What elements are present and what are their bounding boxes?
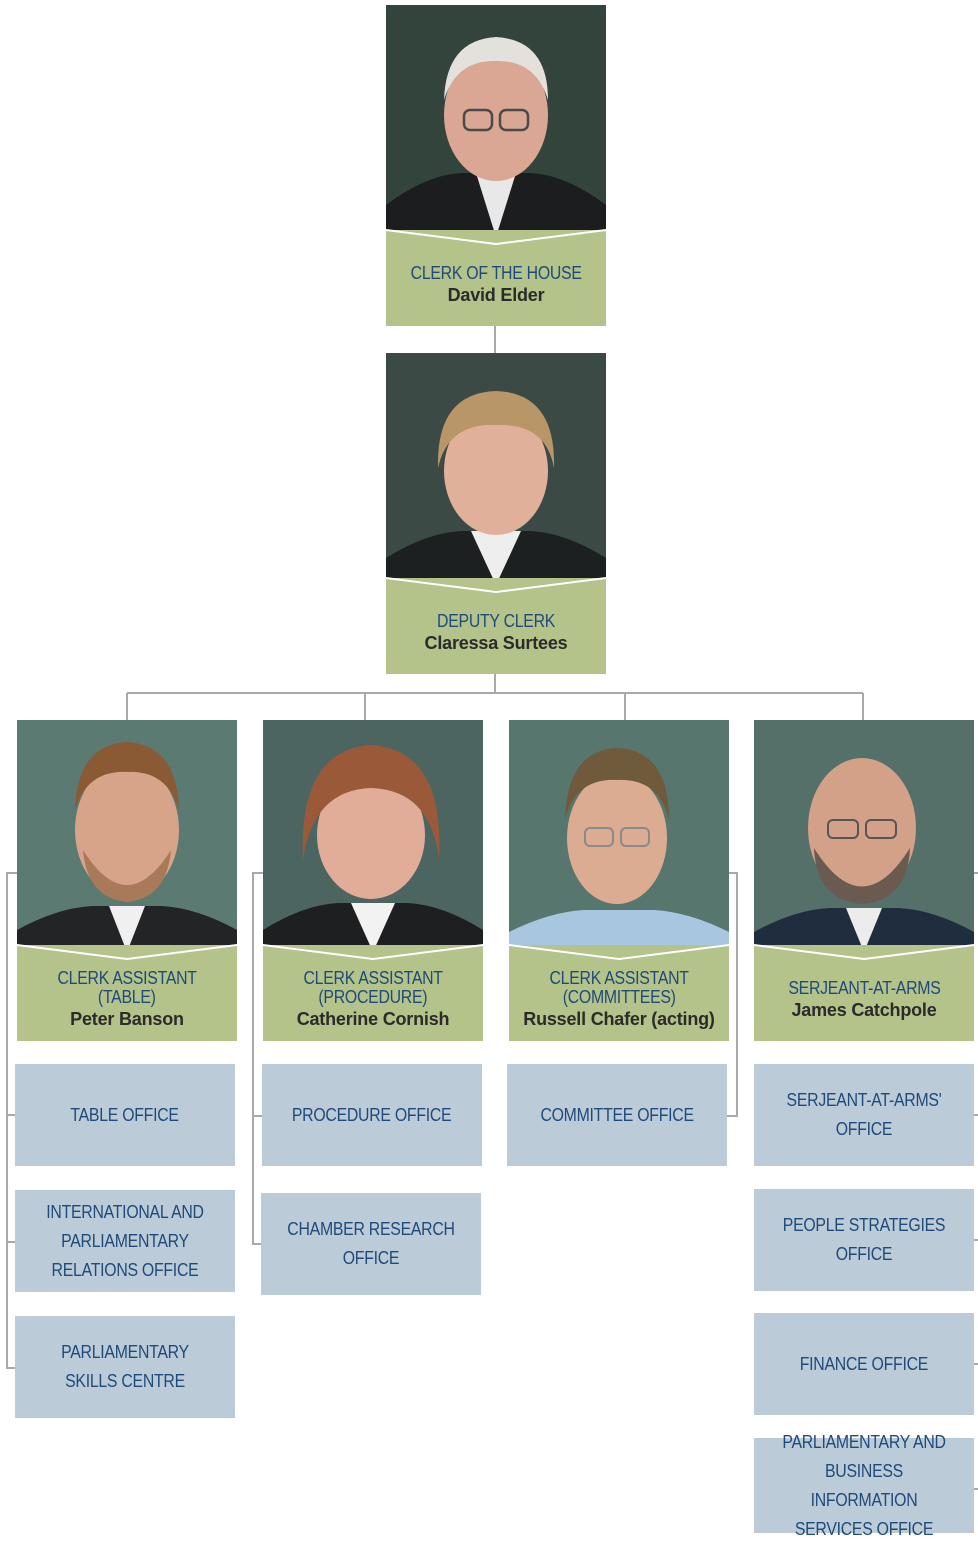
- clerk-assistant-table-name: Peter Banson: [70, 1009, 184, 1029]
- clerk-assistant-procedure-card: CLERK ASSISTANT (PROCEDURE) Catherine Co…: [263, 720, 483, 1041]
- clerk-card: CLERK OF THE HOUSE David Elder: [386, 5, 606, 326]
- deputy-clerk-role: DEPUTY CLERK: [436, 610, 556, 631]
- clerk-assistant-procedure-role-line2: (PROCEDURE): [318, 987, 428, 1007]
- international-relations-office: INTERNATIONAL AND PARLIAMENTARY RELATION…: [15, 1190, 235, 1292]
- clerk-assistant-committees-role-line1: CLERK ASSISTANT: [549, 968, 689, 988]
- clerk-assistant-committees-label: CLERK ASSISTANT (COMMITTEES) Russell Cha…: [509, 944, 729, 1041]
- clerk-assistant-table-role-line2: (TABLE): [98, 987, 156, 1007]
- clerk-assistant-table-card: CLERK ASSISTANT (TABLE) Peter Banson: [17, 720, 237, 1041]
- clerk-assistant-procedure-photo: [263, 720, 483, 952]
- procedure-office: PROCEDURE OFFICE: [262, 1064, 482, 1166]
- deputy-clerk-photo: [386, 353, 606, 585]
- serjeant-at-arms-card: SERJEANT-AT-ARMS James Catchpole: [754, 720, 974, 1041]
- parliamentary-skills-centre: PARLIAMENTARY SKILLS CENTRE: [15, 1316, 235, 1418]
- clerk-assistant-procedure-label: CLERK ASSISTANT (PROCEDURE) Catherine Co…: [263, 944, 483, 1041]
- clerk-assistant-table-photo: [17, 720, 237, 952]
- deputy-clerk-label: DEPUTY CLERK Claressa Surtees: [386, 577, 606, 674]
- deputy-clerk-name: Claressa Surtees: [424, 632, 568, 653]
- people-strategies-office: PEOPLE STRATEGIES OFFICE: [754, 1189, 974, 1291]
- finance-office: FINANCE OFFICE: [754, 1313, 974, 1415]
- clerk-assistant-procedure-role-line1: CLERK ASSISTANT: [303, 968, 443, 988]
- clerk-assistant-procedure-name: Catherine Cornish: [296, 1009, 450, 1029]
- serjeant-at-arms-office: SERJEANT-AT-ARMS' OFFICE: [754, 1064, 974, 1166]
- serjeant-at-arms-name: James Catchpole: [791, 999, 937, 1020]
- clerk-role: CLERK OF THE HOUSE: [410, 262, 582, 283]
- clerk-assistant-committees-role-line2: (COMMITTEES): [562, 987, 676, 1007]
- clerk-assistant-committees-name: Russell Chafer (acting): [523, 1009, 715, 1029]
- clerk-photo: [386, 5, 606, 237]
- chamber-research-office: CHAMBER RESEARCH OFFICE: [261, 1193, 481, 1295]
- clerk-assistant-table-role-line1: CLERK ASSISTANT: [57, 968, 197, 988]
- serjeant-at-arms-photo: [754, 720, 974, 952]
- serjeant-at-arms-label: SERJEANT-AT-ARMS James Catchpole: [754, 944, 974, 1041]
- committee-office: COMMITTEE OFFICE: [507, 1064, 727, 1166]
- clerk-label: CLERK OF THE HOUSE David Elder: [386, 229, 606, 326]
- deputy-clerk-card: DEPUTY CLERK Claressa Surtees: [386, 353, 606, 674]
- clerk-assistant-committees-card: CLERK ASSISTANT (COMMITTEES) Russell Cha…: [509, 720, 729, 1041]
- serjeant-at-arms-role: SERJEANT-AT-ARMS: [787, 977, 941, 998]
- clerk-assistant-table-label: CLERK ASSISTANT (TABLE) Peter Banson: [17, 944, 237, 1041]
- parliamentary-business-information-services-office: PARLIAMENTARY AND BUSINESS INFORMATION S…: [754, 1432, 974, 1539]
- clerk-name: David Elder: [447, 284, 545, 305]
- table-office: TABLE OFFICE: [15, 1064, 235, 1166]
- clerk-assistant-committees-photo: [509, 720, 729, 952]
